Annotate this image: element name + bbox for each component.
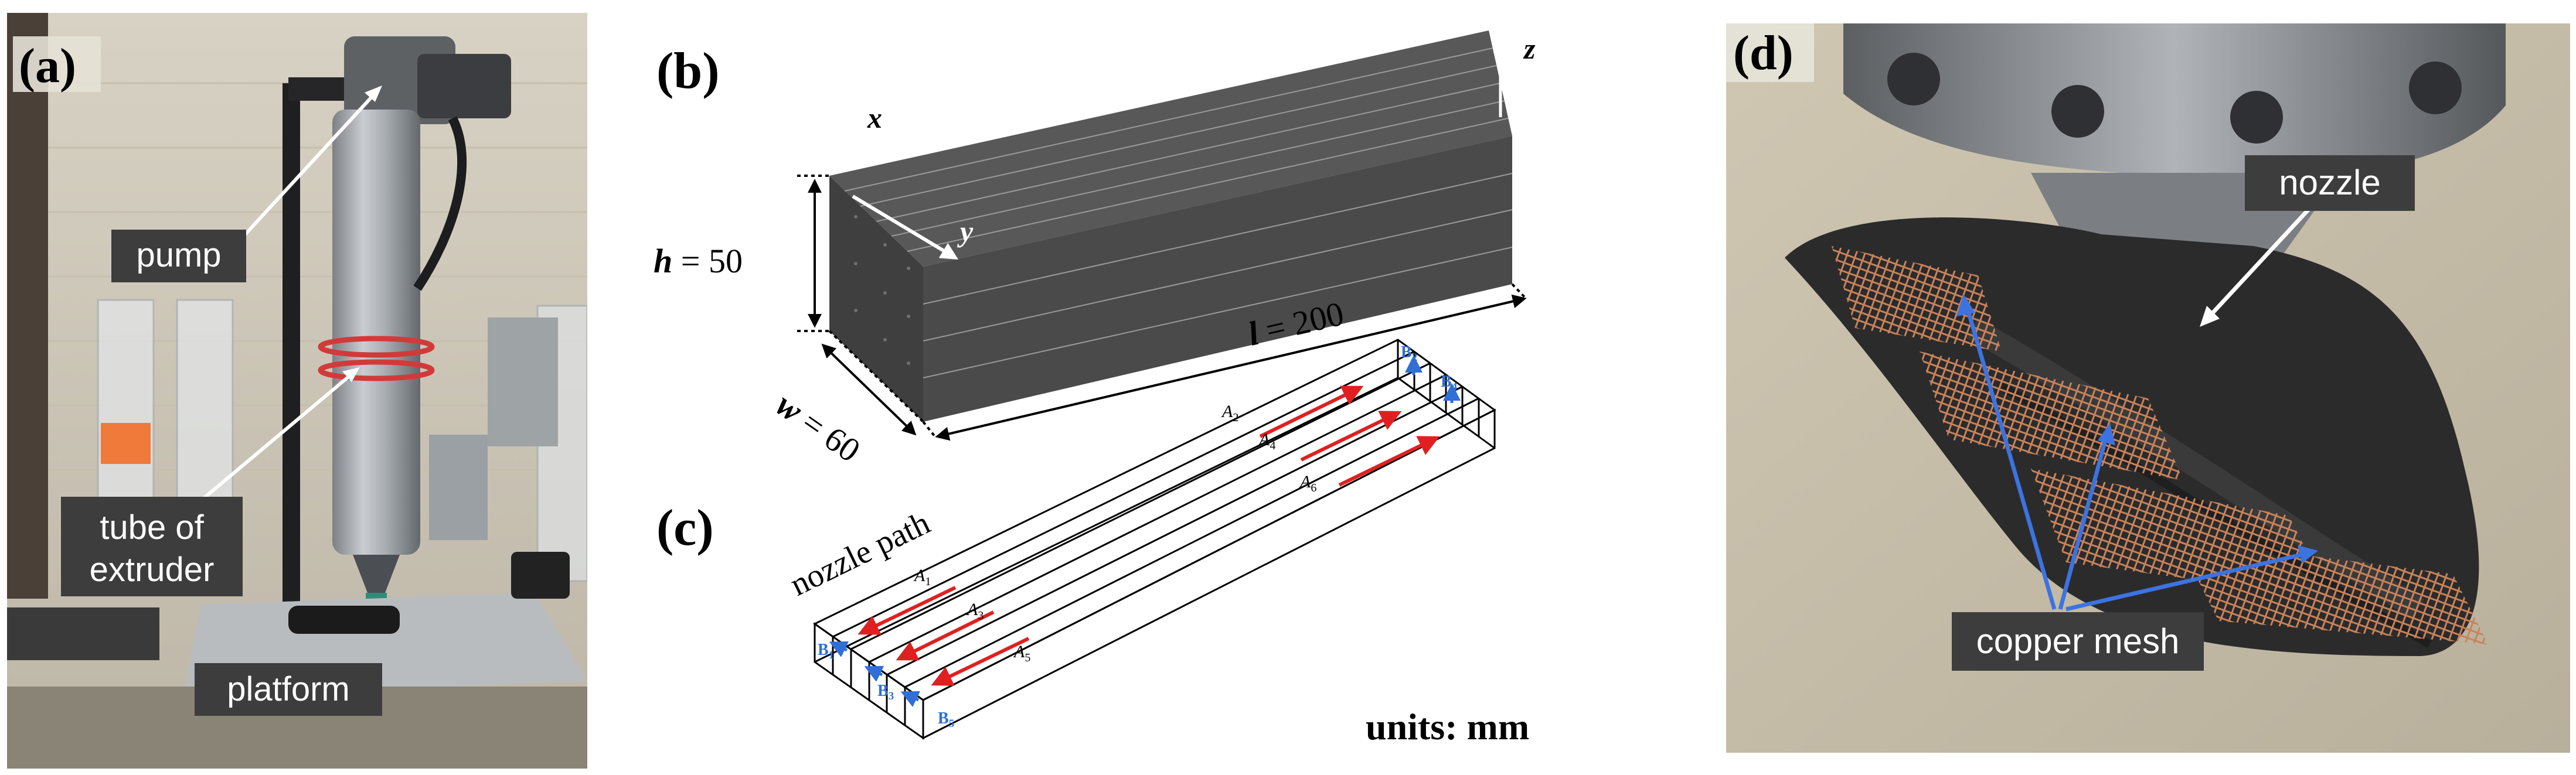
dim-w <box>821 343 917 436</box>
diagram-bc: (b) <box>610 0 1711 775</box>
axis-z-label: z <box>1523 32 1536 65</box>
units-label: units: mm <box>1366 706 1529 747</box>
axis-x-arrow <box>876 92 1009 155</box>
photo-a-pump-label: pump <box>136 236 221 274</box>
path-label-a2: A2 <box>1221 402 1238 424</box>
photo-a-platform-callout <box>195 663 382 716</box>
panel-label-c: (c) <box>656 500 714 557</box>
photo-a-pump-callout <box>111 230 246 282</box>
photo-a-pump-arrow <box>240 90 378 240</box>
photo-d-mesh-label: copper mesh <box>1976 622 2180 661</box>
photo-a-printed-sample <box>288 606 400 634</box>
axis-x-label: x <box>867 101 882 134</box>
photo-a-tube-arrow <box>188 371 354 513</box>
path-label-a1: A1 <box>913 566 931 588</box>
connector-b3 <box>864 665 884 682</box>
dimension-lines <box>797 175 1527 441</box>
diagram-bc-svg: (b) <box>654 30 1536 747</box>
photo-a-door-frame <box>7 13 48 599</box>
path-arrow-a5 <box>931 637 1030 686</box>
connector-label-b1: B1 <box>818 641 834 661</box>
connector-b1 <box>829 641 849 657</box>
photo-a-extruder-setup: pump tube of extruder platform (a) <box>7 13 587 769</box>
connector-label-b3: B3 <box>877 682 894 702</box>
path-label-a5: A5 <box>1013 642 1030 664</box>
photo-d-mesh-arrow-2 <box>2058 433 2109 610</box>
dim-h-label: h = 50 <box>654 242 743 280</box>
printed-specimen-box <box>829 30 1513 422</box>
photo-d-nozzle-arrow <box>2205 197 2320 321</box>
photo-d-illustration: nozzle copper mesh (d) <box>1726 23 2570 753</box>
photo-a-red-strap <box>318 336 435 358</box>
connector-labels: B2 B4 B1 B3 B5 <box>818 343 1458 730</box>
photo-a-tube-label-2: extruder <box>90 551 215 589</box>
path-arrow-a3 <box>896 610 995 661</box>
connector-label-b2: B2 <box>1401 343 1417 364</box>
photo-d-mesh-arrow-3 <box>2065 551 2307 612</box>
path-arrow-a4 <box>1300 411 1402 462</box>
photo-d-extruder-head <box>1843 23 2506 177</box>
photo-d-mesh-arrow-1 <box>1964 304 2057 610</box>
path-labels: A1 A2 A3 A4 A5 A6 <box>913 402 1316 664</box>
photo-d-nozzle-label: nozzle <box>2279 163 2380 202</box>
connector-b5 <box>900 691 921 707</box>
photo-a-tube-label-1: tube of <box>100 508 204 547</box>
photo-d-mesh-strip <box>1832 246 2002 351</box>
photo-a-orange-fill <box>101 423 151 464</box>
axis-y-label: y <box>957 215 974 248</box>
box-top-face <box>829 30 1512 267</box>
dim-l <box>935 294 1527 441</box>
photo-a-nozzle <box>353 555 400 593</box>
connector-arrows <box>829 355 1461 707</box>
photo-d-nozzle-callout <box>2245 155 2415 211</box>
photo-d-copper-mesh: nozzle copper mesh (d) <box>1726 23 2570 753</box>
dim-w-label: w = 60 <box>770 385 867 469</box>
photo-a-illustration: pump tube of extruder platform (a) <box>7 13 587 769</box>
photo-a-drill <box>511 552 570 599</box>
path-arrow-a6 <box>1338 436 1440 487</box>
photo-a-hose <box>413 116 467 291</box>
nozzle-path-label: nozzle path <box>785 504 936 603</box>
photo-d-bolt <box>1887 53 1940 105</box>
path-arrows <box>857 385 1440 686</box>
connector-label-b4: B4 <box>1441 373 1458 393</box>
photo-a-extruder-tube <box>332 110 420 555</box>
panel-label-b: (b) <box>656 43 720 100</box>
photo-a-bin <box>488 317 558 446</box>
nozzle-path-wireframe <box>813 339 1496 740</box>
panel-label-a: (a) <box>19 39 76 93</box>
path-label-a6: A6 <box>1299 472 1316 494</box>
path-arrow-a1 <box>857 586 957 635</box>
photo-a-tube-callout <box>61 497 243 596</box>
photo-a-rail <box>283 83 300 610</box>
photo-d-mesh-callout <box>1952 612 2204 671</box>
path-arrow-a2 <box>1259 385 1364 438</box>
path-label-a3: A3 <box>966 600 984 622</box>
axis-y-arrow <box>852 194 959 260</box>
photo-a-platform-label: platform <box>227 670 350 708</box>
path-label-a4: A4 <box>1258 430 1275 452</box>
panel-label-d: (d) <box>1733 26 1794 80</box>
connector-label-b5: B5 <box>938 709 954 730</box>
